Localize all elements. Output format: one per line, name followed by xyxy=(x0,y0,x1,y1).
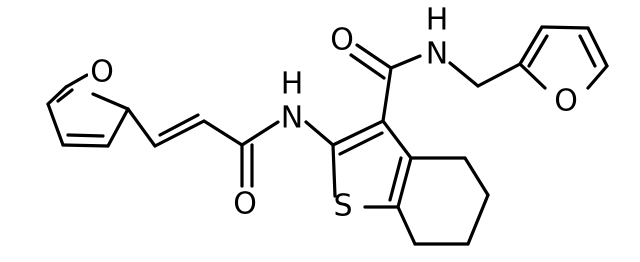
atom-labels: O H N O S O H N O xyxy=(88,3,578,224)
bond xyxy=(61,143,110,148)
bond xyxy=(586,26,609,68)
cyclohexane-ring xyxy=(396,156,490,246)
bond xyxy=(126,107,157,148)
bond xyxy=(388,156,403,202)
bond xyxy=(202,119,244,147)
bond xyxy=(518,25,544,66)
bond xyxy=(153,119,206,148)
right-furan-ring xyxy=(518,25,609,90)
bond xyxy=(338,131,384,156)
thiophene-ring xyxy=(331,119,413,209)
atom-oxygen-right-furan: O xyxy=(554,84,578,119)
bond xyxy=(64,73,89,89)
bond xyxy=(466,193,490,246)
bond xyxy=(586,64,609,90)
bond xyxy=(240,120,280,147)
bond xyxy=(540,25,590,30)
bond xyxy=(527,34,549,68)
label-background xyxy=(88,56,116,88)
bond xyxy=(396,156,413,209)
bond xyxy=(349,53,386,80)
bond xyxy=(331,143,337,198)
bond xyxy=(304,120,335,147)
atom-oxygen-top-carbonyl: O xyxy=(330,23,354,58)
vinyl-linker xyxy=(126,107,244,148)
bond xyxy=(518,62,547,90)
bond xyxy=(578,34,597,68)
bond xyxy=(396,205,417,246)
bond xyxy=(381,119,413,160)
atom-hydrogen-right-amide: H xyxy=(426,3,449,38)
bond xyxy=(56,88,74,103)
bond xyxy=(381,66,393,123)
atom-oxygen-left-carbonyl: O xyxy=(233,187,257,222)
bond xyxy=(389,54,422,70)
atom-oxygen-left-furan: O xyxy=(90,55,114,90)
atom-hydrogen-left-amide: H xyxy=(281,67,304,102)
top-carboxamide xyxy=(349,43,522,123)
bond xyxy=(463,156,490,197)
atom-sulfur-thiophene: S xyxy=(333,189,352,224)
bond xyxy=(448,61,480,88)
bond xyxy=(355,43,393,70)
left-furan-ring xyxy=(46,73,130,148)
bond xyxy=(331,119,385,147)
bond xyxy=(46,102,65,147)
atom-nitrogen-left-amide: N xyxy=(281,101,303,136)
bond xyxy=(46,85,68,106)
bond xyxy=(476,62,522,88)
bond xyxy=(66,133,105,138)
bond xyxy=(91,92,130,111)
atom-nitrogen-right-amide: N xyxy=(426,37,448,72)
left-amide xyxy=(240,120,335,188)
bond xyxy=(158,113,200,137)
bond xyxy=(106,107,130,148)
